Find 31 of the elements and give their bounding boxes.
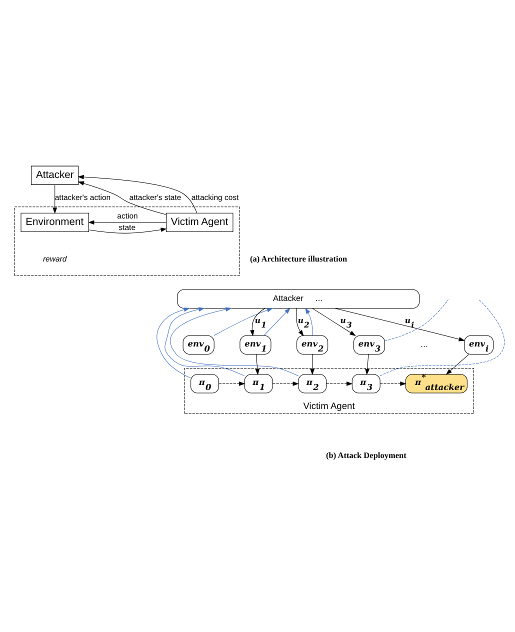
label: (a) Architecture illustration <box>250 254 348 264</box>
arrow <box>255 354 260 376</box>
arrow <box>250 308 266 336</box>
arrow <box>170 307 299 376</box>
arrow <box>156 308 191 378</box>
arrow <box>78 174 198 214</box>
node-box: Victim Agent <box>166 212 234 232</box>
arrow <box>164 307 245 376</box>
arrow <box>214 308 274 336</box>
connector <box>384 299 449 342</box>
node-box: Attacker <box>31 166 79 185</box>
arrow <box>218 382 246 386</box>
arrow <box>446 354 470 375</box>
arrow <box>52 184 58 214</box>
arrow <box>326 382 353 386</box>
node-box: Attacker … <box>177 289 420 308</box>
arrow <box>272 382 299 386</box>
arrow <box>88 228 167 234</box>
arrow <box>310 354 314 376</box>
arrow <box>380 382 406 386</box>
arrow <box>312 308 356 336</box>
arrow <box>88 220 166 225</box>
arrow <box>365 354 370 376</box>
node-box: Environment <box>20 212 89 232</box>
arrow <box>264 308 290 336</box>
connector <box>380 299 505 376</box>
arrow <box>296 308 304 336</box>
arrow <box>305 308 314 336</box>
arrow <box>334 308 466 342</box>
label: (b) Attack Deployment <box>326 451 406 460</box>
arrow <box>78 181 166 215</box>
